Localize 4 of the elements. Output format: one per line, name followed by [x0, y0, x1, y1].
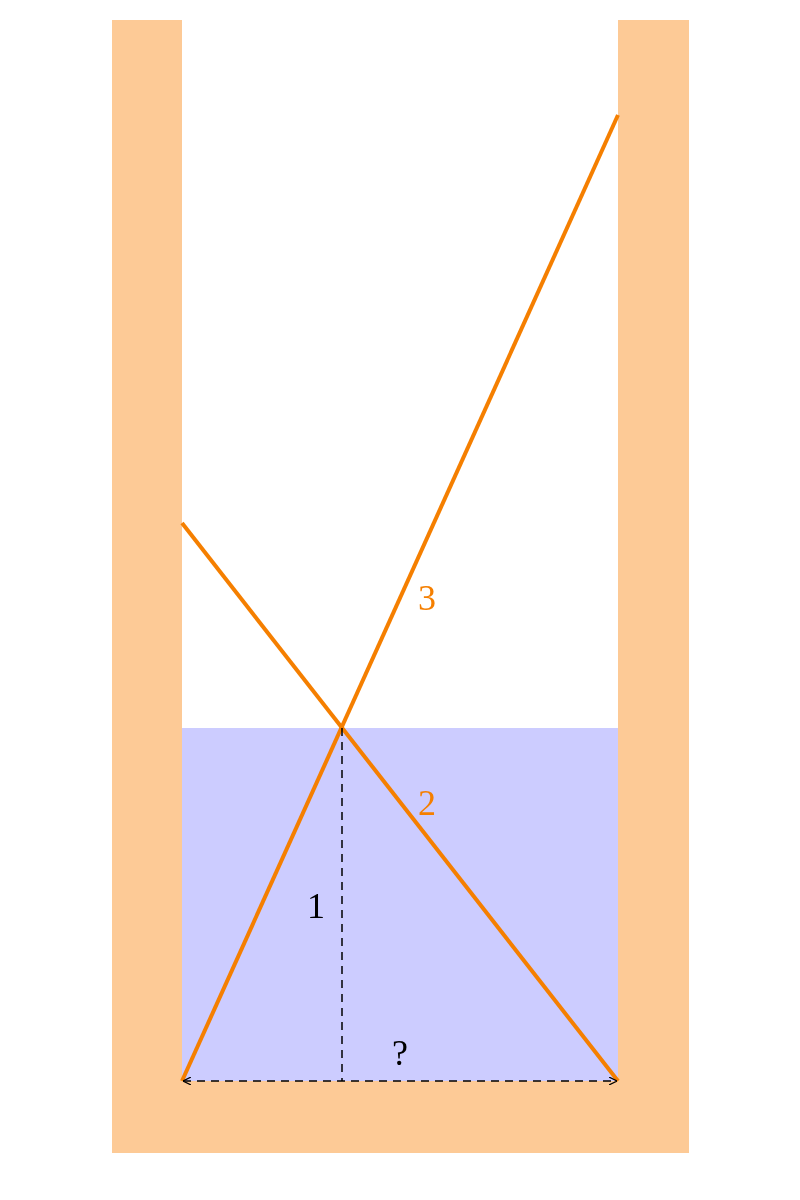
- unknown-length-label: ?: [392, 1035, 408, 1071]
- length-label: 2: [418, 785, 436, 821]
- height-label: 1: [307, 888, 325, 924]
- length-label: 3: [418, 580, 436, 616]
